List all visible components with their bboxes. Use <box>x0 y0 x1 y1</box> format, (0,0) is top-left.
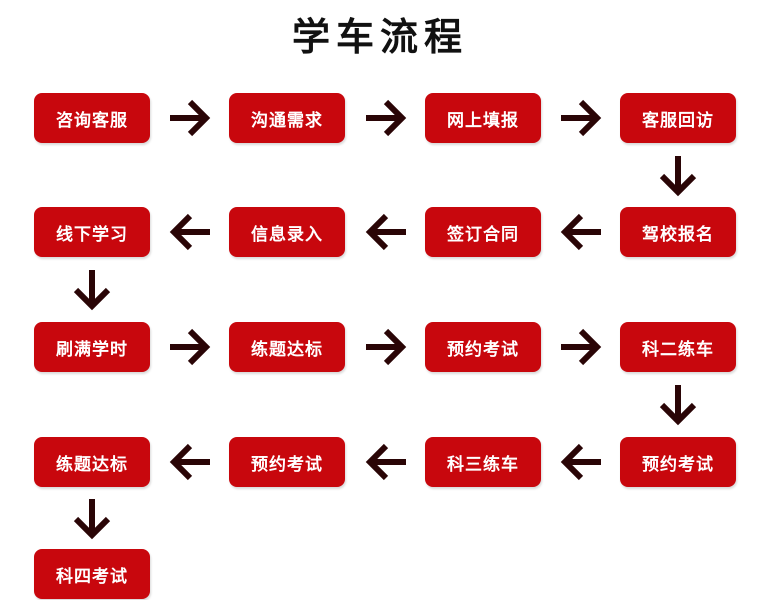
step-2: 沟通需求 <box>229 93 345 143</box>
step-17: 科四考试 <box>34 549 150 599</box>
step-12: 科二练车 <box>620 322 736 372</box>
arrow-left-icon <box>166 438 214 486</box>
arrow-left-icon <box>557 208 605 256</box>
arrow-right-icon <box>557 323 605 371</box>
arrow-down-icon <box>654 381 702 429</box>
step-9: 刷满学时 <box>34 322 150 372</box>
arrow-down-icon <box>68 266 116 314</box>
step-13: 预约考试 <box>620 437 736 487</box>
step-10: 练题达标 <box>229 322 345 372</box>
step-11: 预约考试 <box>425 322 541 372</box>
step-15: 预约考试 <box>229 437 345 487</box>
step-7: 信息录入 <box>229 207 345 257</box>
arrow-left-icon <box>362 208 410 256</box>
arrow-right-icon <box>166 323 214 371</box>
step-4: 客服回访 <box>620 93 736 143</box>
arrow-right-icon <box>362 323 410 371</box>
step-1: 咨询客服 <box>34 93 150 143</box>
arrow-down-icon <box>68 495 116 543</box>
arrow-left-icon <box>557 438 605 486</box>
step-8: 线下学习 <box>34 207 150 257</box>
arrow-right-icon <box>166 94 214 142</box>
arrow-down-icon <box>654 152 702 200</box>
arrow-left-icon <box>166 208 214 256</box>
step-14: 科三练车 <box>425 437 541 487</box>
step-16: 练题达标 <box>34 437 150 487</box>
arrow-left-icon <box>362 438 410 486</box>
arrow-right-icon <box>557 94 605 142</box>
step-6: 签订合同 <box>425 207 541 257</box>
step-5: 驾校报名 <box>620 207 736 257</box>
step-3: 网上填报 <box>425 93 541 143</box>
page-title: 学车流程 <box>291 15 468 59</box>
arrow-right-icon <box>362 94 410 142</box>
